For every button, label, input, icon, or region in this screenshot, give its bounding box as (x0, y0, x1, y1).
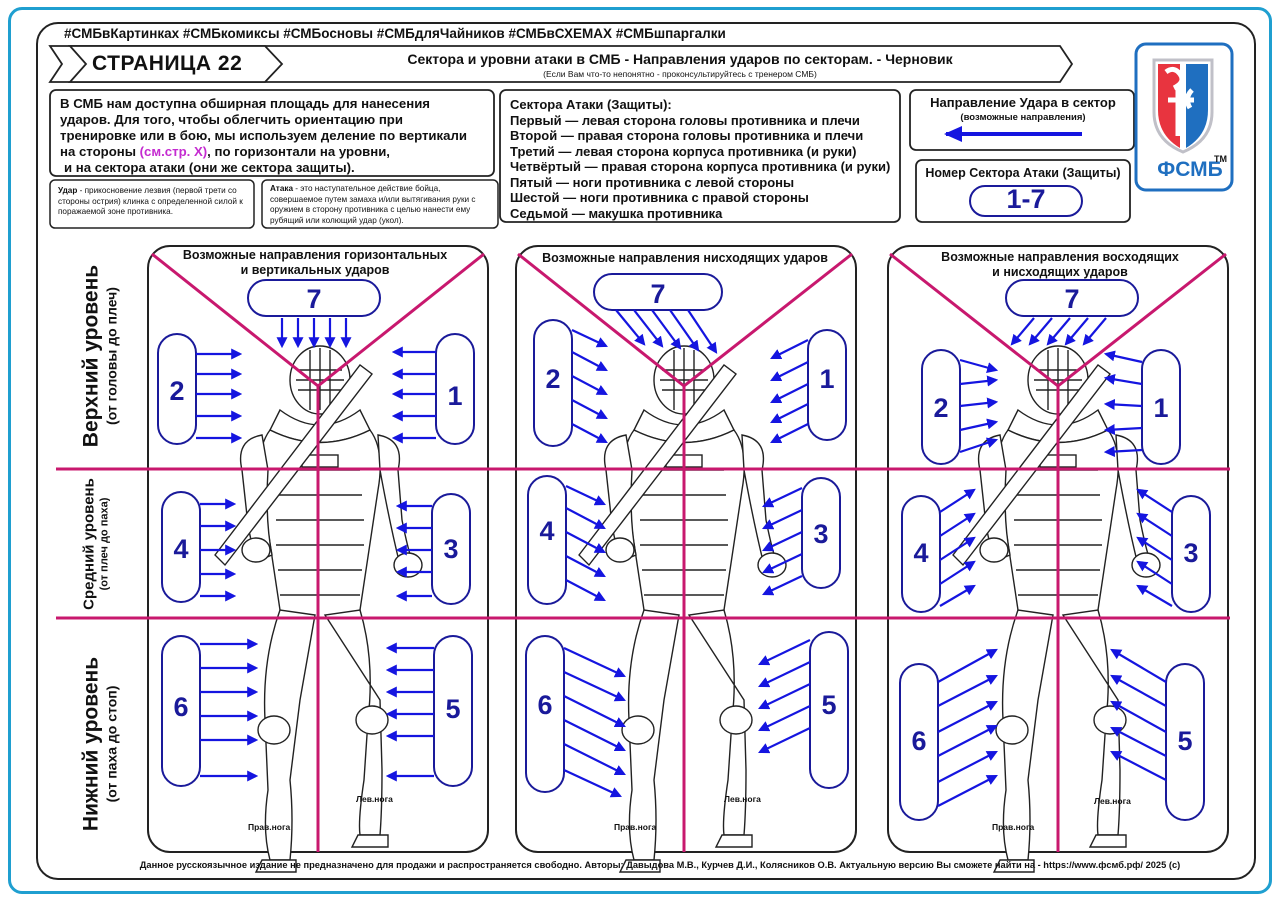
right-leg-label: Прав.нога (614, 822, 656, 832)
intro-text-part: на стороны (60, 144, 140, 159)
sectors-title: Сектора Атаки (Защиты): (510, 97, 672, 112)
number-legend-title: Номер Сектора Атаки (Защиты) (925, 166, 1121, 180)
hashtags: #СМБвКартинках #СМБкомиксы #СМБосновы #С… (64, 26, 726, 41)
page-badge-banner (67, 45, 284, 83)
column-2-label: Возможные направления нисходящих ударов (520, 251, 850, 266)
column-label-line: и нисходящих ударов (992, 265, 1128, 279)
strike-text: - прикосновение лезвия (первой трети со … (58, 186, 243, 216)
trademark-mark: TM (1214, 154, 1227, 164)
intro-line: тренировке или в бою, мы используем деле… (60, 128, 467, 143)
upper-level-label: Верхний уровень (от головы до плеч) (80, 265, 121, 447)
number-legend-value: 1-7 (1006, 184, 1046, 214)
column-label-line: Возможные направления нисходящих ударов (542, 251, 828, 265)
sector-5-label: 5 (821, 690, 836, 720)
left-leg-label: Лев.нога (356, 794, 393, 804)
column-label-line: Возможные направления горизонтальных (182, 248, 448, 262)
sector-6-label: 6 (173, 692, 188, 722)
middle-level-range: (от плеч до паха) (98, 497, 111, 591)
lower-level-range: (от паха до стоп) (103, 685, 120, 803)
sector-5-label: 5 (445, 694, 460, 724)
left-leg-label: Лев.нога (724, 794, 761, 804)
sector-5-label: 5 (1177, 726, 1192, 756)
right-leg-label: Прав.нога (248, 822, 290, 832)
middle-level-title: Средний уровень (80, 478, 98, 610)
middle-level-label: Средний уровень (от плеч до паха) (81, 478, 112, 610)
sectors-box (499, 89, 901, 223)
attack-def-box (261, 179, 499, 229)
sector-item: Четвёртый — правая сторона корпуса проти… (510, 159, 891, 174)
sector-item: Седьмой — макушка противника (510, 205, 723, 221)
intro-text-part: , по горизонтали на уровни, (207, 144, 390, 159)
column-label-line: Возможные направления восходящих (941, 250, 1179, 264)
page-number-label: СТРАНИЦА 22 (92, 52, 243, 75)
left-leg-label: Лев.нога (1094, 796, 1131, 806)
sector-4-label: 4 (173, 534, 188, 564)
lower-level-title: Нижний уровень (79, 656, 103, 832)
page-subtitle: (Если Вам что-то непонятно - проконсульт… (543, 69, 817, 79)
column-1-label: Возможные направления горизонтальных и в… (150, 248, 480, 278)
sector-dividers (151, 252, 1227, 852)
sector-3-label: 3 (1183, 538, 1198, 568)
right-leg-label: Прав.нога (992, 822, 1034, 832)
sector-item: Пятый — ноги противника с левой стороны (510, 174, 795, 190)
intro-line: В СМБ нам доступна обширная площадь для … (60, 96, 430, 111)
intro-line: и на сектора атаки (они же сектора защит… (64, 160, 355, 175)
sector-item: Третий — левая сторона корпуса противник… (510, 143, 857, 159)
page-title: Сектора и уровни атаки в СМБ - Направлен… (407, 51, 953, 67)
sectors-list: Сектора Атаки (Защиты): Первый — левая с… (510, 97, 896, 221)
leg-labels: Прав.нога Лев.нога Прав.нога Лев.нога Пр… (248, 794, 1131, 832)
number-legend-pill (969, 185, 1083, 217)
sector-2-label: 2 (169, 376, 184, 406)
sector-2-label: 2 (933, 393, 948, 423)
lower-level-label: Нижний уровень (от паха до стоп) (80, 657, 121, 831)
sector-3-label: 3 (443, 534, 458, 564)
page-reference-link[interactable]: (см.стр. X) (139, 144, 208, 159)
intro-line: на стороны (см.стр. X), по горизонтали н… (60, 144, 480, 160)
attack-text: - это наступательное действие бойца, сов… (270, 184, 476, 225)
direction-legend-title: Направление Удара в сектор (930, 95, 1116, 110)
attack-definition: Атака - это наступательное действие бойц… (270, 184, 494, 226)
strike-definition: Удар - прикосновение лезвия (первой трет… (58, 186, 254, 218)
sector-3-label: 3 (813, 519, 828, 549)
legend-arrow-head (944, 126, 962, 142)
intro-box (49, 89, 495, 177)
logo-shield-blue (1186, 64, 1208, 148)
page-frame (8, 7, 1272, 894)
sector-7-label: 7 (650, 279, 665, 309)
sector-number-labels: 7 2 1 4 3 6 5 7 2 1 4 3 6 5 7 2 1 4 3 6 … (169, 279, 1198, 756)
sector-1-label: 1 (819, 364, 834, 394)
sector-2-label: 2 (545, 364, 560, 394)
intro-text: В СМБ нам доступна обширная площадь для … (60, 96, 480, 176)
logo-text: ФСМБ (1157, 158, 1223, 181)
sector-4-label: 4 (539, 516, 554, 546)
sector-item: Первый — левая сторона головы противника… (510, 112, 860, 128)
sector-item: Шестой — ноги противника с правой сторон… (510, 190, 809, 205)
upper-level-range: (от головы до плеч) (103, 287, 120, 425)
intro-line: ударов. Для того, чтобы облегчить ориент… (60, 112, 403, 127)
sector-6-label: 6 (911, 726, 926, 756)
sector-4-label: 4 (913, 538, 928, 568)
upper-level-title: Верхний уровень (79, 264, 103, 448)
attack-term: Атака (270, 184, 294, 193)
header-banner (48, 45, 1074, 83)
sector-1-label: 1 (447, 381, 462, 411)
sector-7-label: 7 (306, 284, 321, 314)
strike-def-box (49, 179, 255, 229)
sector-1-label: 1 (1153, 393, 1168, 423)
sector-7-label: 7 (1064, 284, 1079, 314)
strike-term: Удар (58, 186, 78, 195)
sector-capsules (157, 273, 1211, 821)
column-3-label: Возможные направления восходящих и нисхо… (900, 250, 1220, 280)
strike-arrows (196, 309, 1173, 807)
logo-symbol (1164, 66, 1194, 136)
sector-6-label: 6 (537, 690, 552, 720)
footer-text: Данное русскоязычное издание не предназн… (139, 860, 1181, 870)
sector-item: Второй — правая сторона головы противник… (510, 128, 864, 143)
column-label-line: и вертикальных ударов (240, 263, 390, 277)
direction-legend-subtitle: (возможные направления) (960, 112, 1086, 123)
